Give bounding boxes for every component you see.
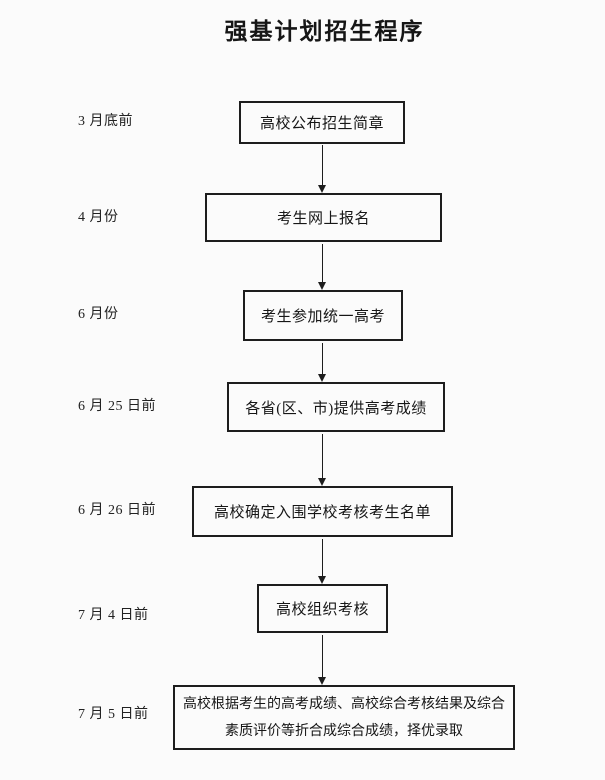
down-arrow-icon <box>318 539 326 584</box>
step-7-box: 高校根据考生的高考成绩、高校综合考核结果及综合 素质评价等折合成综合成绩，择优录… <box>173 685 515 750</box>
step-5-date-label: 6 月 26 日前 <box>78 503 156 518</box>
step-1-box: 高校公布招生简章 <box>239 101 405 144</box>
step-3-box: 考生参加统一高考 <box>243 290 403 341</box>
step-2-text: 考生网上报名 <box>276 211 370 227</box>
step-3-text: 考生参加统一高考 <box>260 309 385 325</box>
down-arrow-icon <box>318 635 326 685</box>
step-1-date-label: 3 月底前 <box>78 114 133 129</box>
step-6-box: 高校组织考核 <box>257 584 388 633</box>
step-6-date-label: 7 月 4 日前 <box>78 608 149 623</box>
down-arrow-icon <box>318 244 326 290</box>
step-7-text-line-2: 素质评价等折合成综合成绩，择优录取 <box>225 723 463 739</box>
step-3-date-label: 6 月份 <box>78 307 119 322</box>
step-7-text-line-1: 高校根据考生的高考成绩、高校综合考核结果及综合 <box>183 696 505 712</box>
down-arrow-icon <box>318 145 326 193</box>
step-4-text: 各省(区、市)提供高考成绩 <box>245 400 427 417</box>
down-arrow-icon <box>318 434 326 486</box>
down-arrow-icon <box>318 343 326 382</box>
step-4-box: 各省(区、市)提供高考成绩 <box>227 382 445 432</box>
step-2-box: 考生网上报名 <box>205 193 442 242</box>
step-1-text: 高校公布招生简章 <box>259 116 384 132</box>
step-2-date-label: 4 月份 <box>78 210 119 225</box>
step-5-box: 高校确定入围学校考核考生名单 <box>192 486 453 537</box>
step-4-date-label: 6 月 25 日前 <box>78 399 156 414</box>
step-5-text: 高校确定入围学校考核考生名单 <box>213 505 431 521</box>
step-7-date-label: 7 月 5 日前 <box>78 707 149 722</box>
diagram-title: 强基计划招生程序 <box>224 18 425 44</box>
step-6-text: 高校组织考核 <box>275 602 369 618</box>
